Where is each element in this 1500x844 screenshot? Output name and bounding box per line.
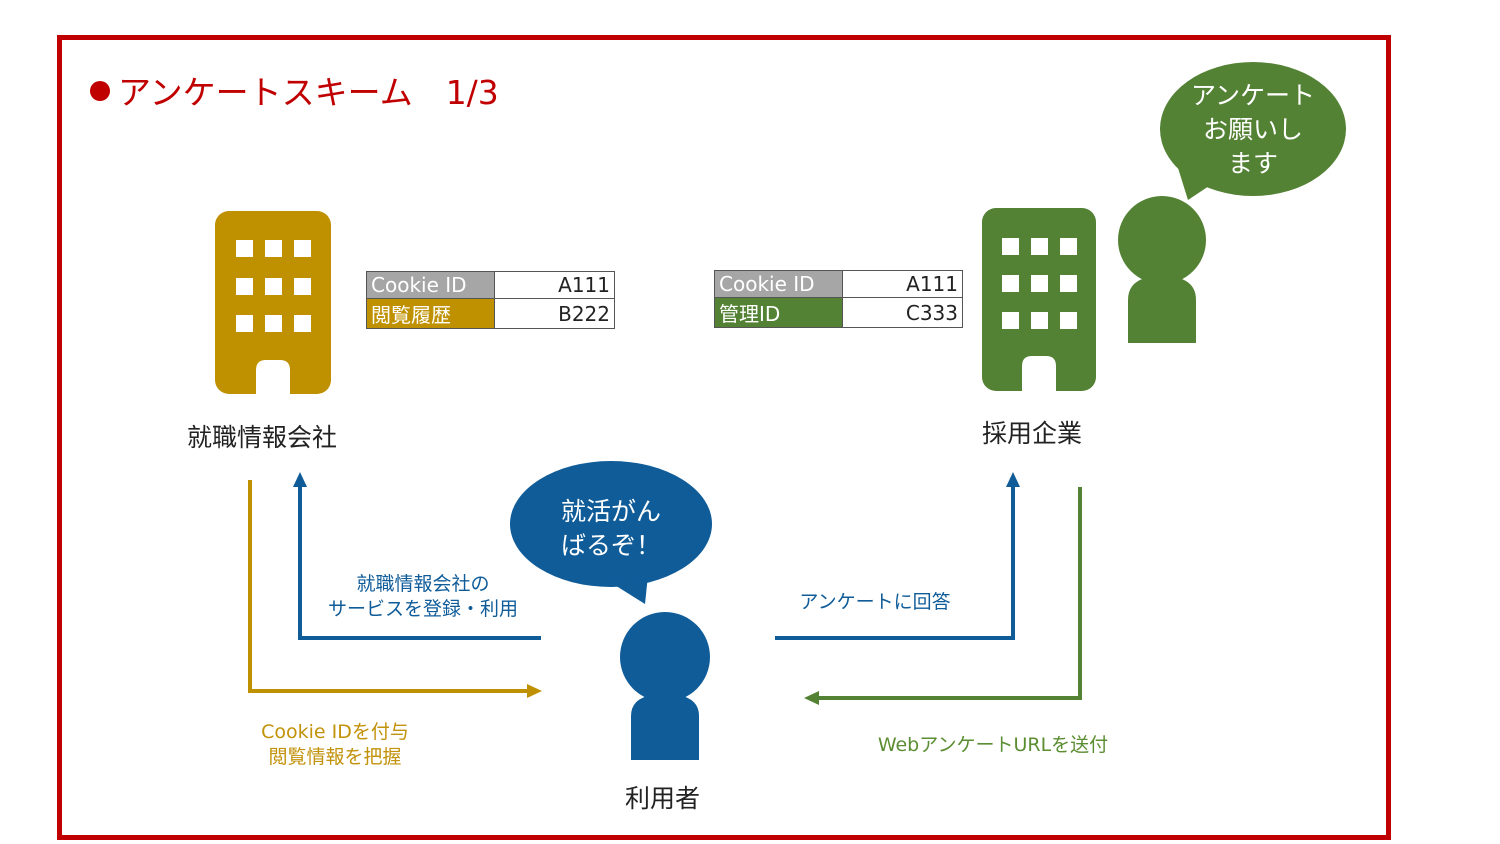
flow-label-line: アンケートに回答 xyxy=(799,591,951,613)
user-bubble-line: 就活がん xyxy=(560,497,661,526)
user-bubble-line: ばるぞ！ xyxy=(560,531,661,560)
answer-flow-arrow xyxy=(775,472,1020,640)
table-key-cell: Cookie ID xyxy=(366,271,495,299)
title-bullet-icon xyxy=(90,81,110,101)
agency-label: 就職情報会社 xyxy=(187,423,338,452)
register-flow-label: 就職情報会社の サービスを登録・利用 xyxy=(318,572,528,622)
agency-building-icon xyxy=(215,211,331,394)
flow-label-line: サービスを登録・利用 xyxy=(327,598,518,620)
send-url-flow-arrow xyxy=(804,487,1082,705)
table-value-cell: A111 xyxy=(494,271,615,299)
flow-label-line: Cookie IDを付与 xyxy=(261,721,409,743)
company-person-icon xyxy=(1118,196,1206,343)
table-row: Cookie ID A111 xyxy=(714,270,963,298)
cookie-flow-label: Cookie IDを付与 閲覧情報を把握 xyxy=(240,720,430,770)
table-row: 管理ID C333 xyxy=(714,297,963,328)
user-person-icon xyxy=(620,612,710,760)
company-bubble-text: アンケート お願いし ます xyxy=(1160,79,1346,181)
table-row: 閲覧履歴 B222 xyxy=(366,298,615,329)
send-url-flow-label: WebアンケートURLを送付 xyxy=(868,733,1118,758)
user-label: 利用者 xyxy=(625,784,701,813)
table-key-cell: 閲覧履歴 xyxy=(366,298,495,329)
agency-id-table: Cookie ID A111 閲覧履歴 B222 xyxy=(366,271,615,329)
user-speech-bubble xyxy=(510,461,712,604)
slide-frame xyxy=(57,35,1391,840)
table-key-cell: 管理ID xyxy=(714,297,843,328)
register-flow-arrow xyxy=(293,472,541,640)
flow-label-line: WebアンケートURLを送付 xyxy=(877,734,1109,756)
table-value-cell: B222 xyxy=(494,298,615,329)
answer-flow-label: アンケートに回答 xyxy=(795,590,955,615)
company-id-table: Cookie ID A111 管理ID C333 xyxy=(714,270,963,328)
table-value-cell: A111 xyxy=(842,270,963,298)
table-key-cell: Cookie ID xyxy=(714,270,843,298)
company-building-icon xyxy=(982,208,1096,391)
title-text: アンケートスキーム 1/3 xyxy=(118,73,499,112)
company-bubble-line: お願いし xyxy=(1202,115,1303,144)
user-bubble-text: 就活がん ばるぞ！ xyxy=(510,495,712,563)
company-label: 採用企業 xyxy=(982,419,1083,448)
flow-label-line: 就職情報会社の xyxy=(356,573,490,595)
flow-label-line: 閲覧情報を把握 xyxy=(268,746,402,768)
table-row: Cookie ID A111 xyxy=(366,271,615,299)
slide-title: アンケートスキーム 1/3 xyxy=(90,66,499,114)
company-speech-bubble xyxy=(1160,62,1346,200)
table-value-cell: C333 xyxy=(842,297,963,328)
company-bubble-line: アンケート xyxy=(1190,81,1315,110)
cookie-flow-arrow xyxy=(248,480,542,698)
company-bubble-line: ます xyxy=(1227,149,1278,178)
